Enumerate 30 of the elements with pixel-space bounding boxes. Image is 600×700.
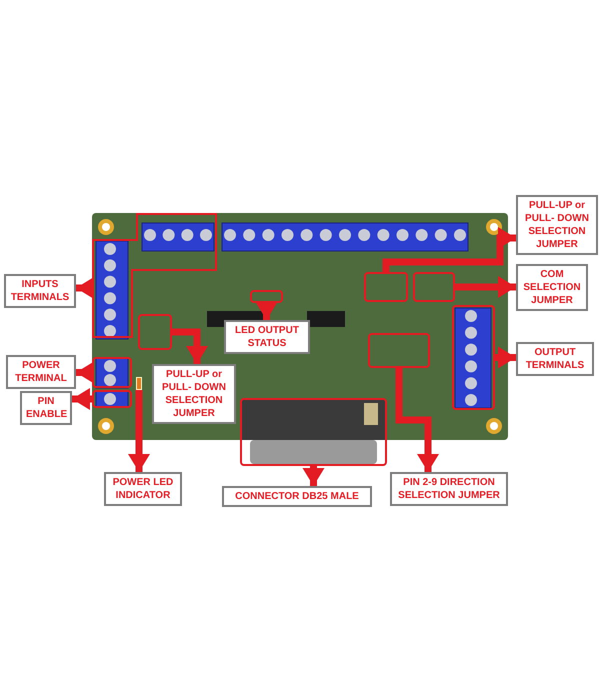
callout-label: PULL-UP or PULL- DOWN SELECTION JUMPER bbox=[516, 195, 598, 255]
callout-label: PIN 2-9 DIRECTION SELECTION JUMPER bbox=[390, 472, 508, 506]
callout-label: OUTPUT TERMINALS bbox=[516, 342, 594, 376]
callout-label: CONNECTOR DB25 MALE bbox=[222, 486, 372, 507]
callout-label: PULL-UP or PULL- DOWN SELECTION JUMPER bbox=[152, 364, 236, 424]
callout-label: INPUTS TERMINALS bbox=[4, 274, 76, 308]
led-component bbox=[136, 377, 142, 390]
callout-arrow bbox=[76, 277, 94, 299]
callout-arrow bbox=[128, 390, 150, 472]
callout-arrow bbox=[256, 302, 278, 320]
highlight-outline bbox=[413, 272, 455, 302]
highlight-outline bbox=[138, 314, 172, 350]
callout-arrow bbox=[396, 368, 439, 472]
highlight-outline bbox=[92, 390, 132, 408]
callout-arrow bbox=[172, 328, 208, 364]
callout-label: COM SELECTION JUMPER bbox=[516, 264, 588, 311]
callout-arrow bbox=[495, 346, 516, 368]
callout-arrow bbox=[76, 362, 94, 384]
callout-label: PIN ENABLE bbox=[20, 391, 72, 425]
callout-arrow bbox=[455, 276, 516, 298]
callout-label: POWER TERMINAL bbox=[6, 355, 76, 389]
highlight-outline bbox=[368, 333, 430, 368]
highlight-outline bbox=[250, 290, 283, 303]
highlight-outline bbox=[92, 213, 217, 338]
callout-label: POWER LED INDICATOR bbox=[104, 472, 182, 506]
callout-arrow bbox=[302, 466, 324, 486]
callout-arrow bbox=[382, 227, 516, 272]
callout-arrow bbox=[72, 388, 92, 410]
callout-label: LED OUTPUT STATUS bbox=[224, 320, 310, 354]
highlight-outline bbox=[364, 272, 408, 302]
